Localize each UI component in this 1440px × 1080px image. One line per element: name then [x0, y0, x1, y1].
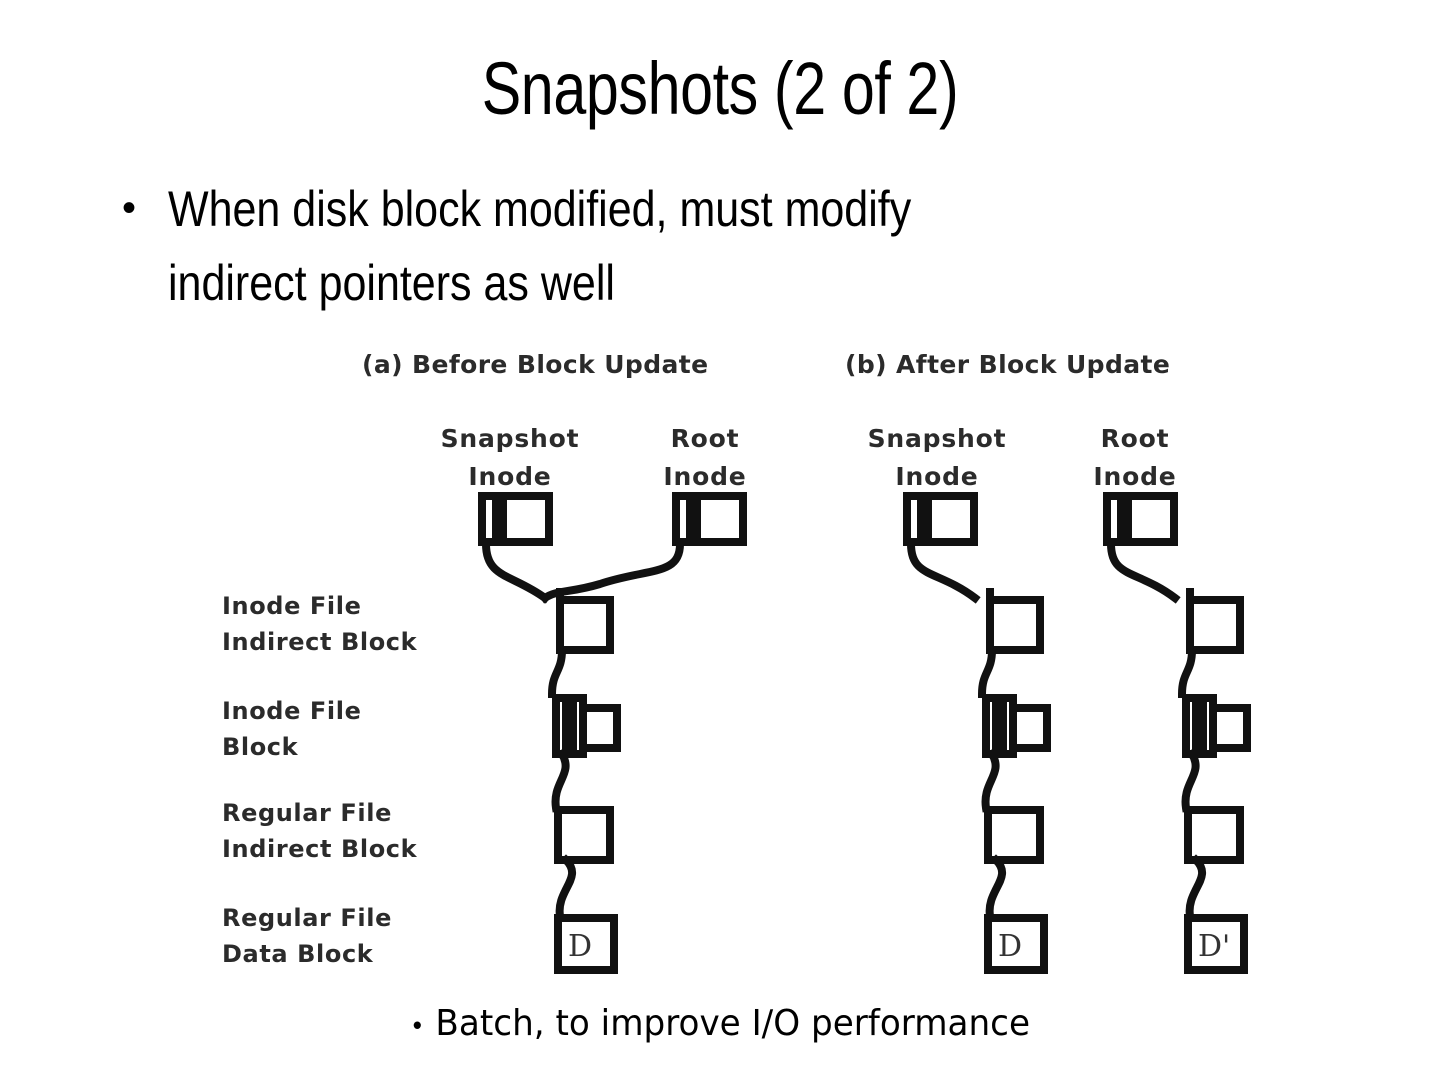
pointer-indirect-to-inodefile-snapshot-b: [977, 645, 997, 699]
block-inode-file-indirect-a: [556, 596, 614, 654]
bullet-item-continuation: indirect pointers as well: [112, 246, 1292, 320]
inode-icon-root-a: [672, 492, 747, 546]
block-regular-file-indirect-a: [554, 806, 614, 864]
footer-note: • Batch, to improve I/O performance: [36, 1000, 1404, 1051]
pointer-root-to-shared-a: [539, 539, 685, 604]
data-block-label-snapshot-b: D: [998, 929, 1022, 964]
block-inode-file-root-b: [1182, 694, 1251, 758]
row-label-line-1: Regular File: [222, 904, 392, 932]
bullet-list: • When disk block modified, must modify …: [112, 172, 1292, 320]
row-label-inode-file-block: Inode File Block: [222, 693, 361, 765]
row-label-line-1: Inode File: [222, 697, 362, 725]
pointer-snapshot-to-indirect-b: [906, 539, 981, 604]
inode-icon-snapshot-b: [903, 492, 978, 546]
row-label-line-2: Data Block: [222, 940, 374, 968]
column-heading-line-1: Snapshot: [867, 424, 1007, 453]
pointer-snapshot-to-shared-a: [481, 539, 551, 604]
row-label-regular-file-indirect-block: Regular File Indirect Block: [222, 795, 417, 867]
pointer-root-to-indirect-b: [1106, 539, 1181, 604]
pointer-regindirect-to-data-root-b: [1185, 854, 1206, 921]
column-heading-line-1: Snapshot: [440, 424, 580, 453]
data-block-label-root-b: D': [1198, 929, 1230, 964]
column-heading-line-2: Inode: [1093, 462, 1177, 491]
block-inode-file-indirect-snapshot-b: [986, 596, 1044, 654]
pointer-inodefile-to-regindirect-a: [551, 748, 570, 813]
inode-icon-snapshot-a: [478, 492, 553, 546]
data-block-label-a: D: [568, 929, 592, 964]
block-inode-file-indirect-root-b: [1186, 596, 1244, 654]
footer-bullet-marker-icon: •: [409, 1012, 425, 1042]
inode-icon-root-b: [1103, 492, 1178, 546]
pointer-regindirect-to-data-a: [555, 854, 576, 921]
pointer-inodefile-to-regindirect-root-b: [1181, 748, 1200, 813]
bullet-item: • When disk block modified, must modify: [112, 172, 1292, 246]
column-heading-line-1: Root: [1100, 424, 1170, 453]
column-heading-snapshot-inode-b: Snapshot Inode: [827, 420, 1047, 496]
block-regular-file-data-root-b: [1184, 914, 1248, 974]
bullet-marker-icon: •: [122, 186, 137, 230]
bullet-line-1: When disk block modified, must modify: [168, 181, 912, 237]
bullet-line-2: indirect pointers as well: [168, 255, 615, 311]
footer-note-text: Batch, to improve I/O performance: [435, 1003, 1031, 1044]
column-heading-snapshot-inode-a: Snapshot Inode: [400, 420, 620, 496]
pointer-indirect-to-inodefile-root-b: [1177, 645, 1197, 699]
diagram-graphics: D D: [478, 492, 1251, 974]
column-heading-root-inode-b: Root Inode: [1025, 420, 1245, 496]
column-heading-line-2: Inode: [663, 462, 747, 491]
block-regular-file-data-a: [554, 914, 618, 974]
page-title: Snapshots (2 of 2): [481, 47, 959, 130]
pointer-inodefile-to-regindirect-snapshot-b: [981, 748, 1000, 813]
column-heading-root-inode-a: Root Inode: [595, 420, 815, 496]
row-label-line-2: Indirect Block: [222, 628, 418, 656]
column-heading-line-2: Inode: [468, 462, 552, 491]
block-regular-file-indirect-snapshot-b: [984, 806, 1044, 864]
pointer-indirect-to-inodefile-a: [547, 645, 567, 699]
row-label-regular-file-data-block: Regular File Data Block: [222, 900, 392, 972]
panel-a-heading: (a) Before Block Update: [362, 350, 709, 379]
block-regular-file-indirect-root-b: [1184, 806, 1244, 864]
row-label-line-1: Inode File: [222, 592, 362, 620]
block-inode-file-snapshot-b: [982, 694, 1051, 758]
column-heading-line-2: Inode: [895, 462, 979, 491]
block-regular-file-data-snapshot-b: [984, 914, 1048, 974]
column-heading-line-1: Root: [670, 424, 740, 453]
block-inode-file-a: [552, 694, 621, 758]
snapshot-diagram: (a) Before Block Update (b) After Block …: [0, 330, 1440, 990]
row-label-inode-file-indirect-block: Inode File Indirect Block: [222, 588, 417, 660]
row-label-line-2: Block: [222, 733, 299, 761]
panel-b-heading: (b) After Block Update: [845, 350, 1171, 379]
row-label-line-1: Regular File: [222, 799, 392, 827]
row-label-line-2: Indirect Block: [222, 835, 418, 863]
pointer-regindirect-to-data-snapshot-b: [985, 854, 1006, 921]
